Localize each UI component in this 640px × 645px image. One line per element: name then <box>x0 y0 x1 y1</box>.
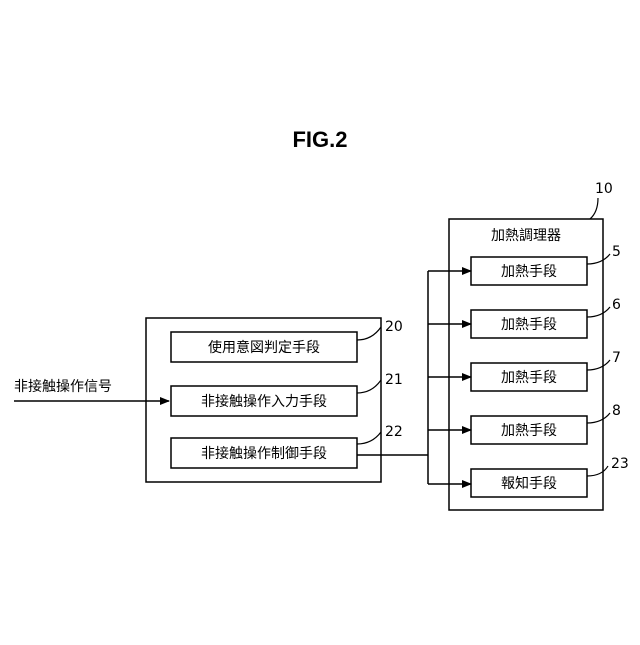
noncontact-input-label: 非接触操作入力手段 <box>201 393 327 410</box>
figure-title: FIG.2 <box>292 127 347 152</box>
ref-7: 7 <box>612 350 621 366</box>
cooker-title: 加熱調理器 <box>491 228 561 244</box>
ref-leader-5 <box>587 254 610 264</box>
cooker-frame <box>449 219 603 510</box>
ref-20: 20 <box>385 319 403 335</box>
ref-leader-20 <box>357 327 381 340</box>
input-signal-label: 非接触操作信号 <box>14 378 112 395</box>
ref-21: 21 <box>385 372 403 388</box>
ref-leader-22 <box>357 432 381 444</box>
heater-label-5: 加熱手段 <box>501 264 557 280</box>
intent-judgment-label: 使用意図判定手段 <box>208 339 320 356</box>
ref-8: 8 <box>612 403 621 419</box>
ref-10: 10 <box>595 181 613 197</box>
ref-leader-23 <box>587 466 608 476</box>
ref-6: 6 <box>612 297 621 313</box>
heater-label-8: 加熱手段 <box>501 423 557 439</box>
ref-22: 22 <box>385 424 403 440</box>
ref-leader-6 <box>587 307 610 317</box>
ref-leader-7 <box>587 360 610 370</box>
heater-label-6: 加熱手段 <box>501 317 557 333</box>
heater-label-7: 加熱手段 <box>501 370 557 386</box>
ref-leader-8 <box>587 413 610 423</box>
ref-5: 5 <box>612 244 621 260</box>
notifier-label-23: 報知手段 <box>501 475 557 492</box>
ref-leader-21 <box>357 380 381 393</box>
noncontact-control-label: 非接触操作制御手段 <box>201 445 327 462</box>
ref-23: 23 <box>611 456 629 472</box>
ref-leader-10 <box>590 198 598 219</box>
